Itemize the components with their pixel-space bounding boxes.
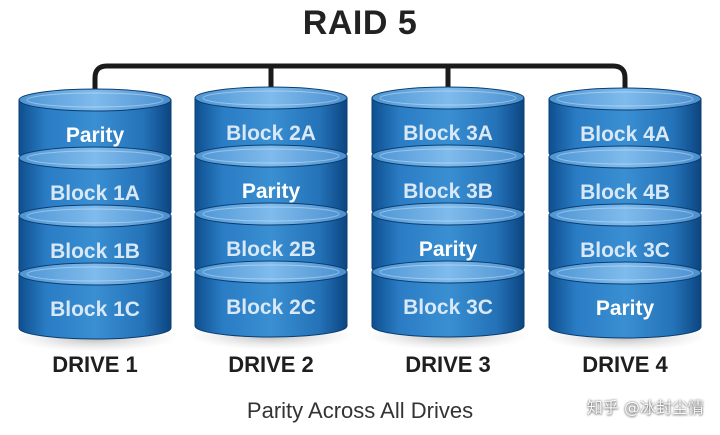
block-label: Block 2A <box>226 122 316 145</box>
block-label: Block 1C <box>50 298 140 321</box>
segment-body <box>371 271 525 338</box>
segment-cap-ring <box>556 265 694 281</box>
segment-cap <box>194 86 348 110</box>
diagram-caption: Parity Across All Drives <box>246 398 474 423</box>
watermark: 知乎 @冰封尘情 <box>586 398 704 417</box>
segment-cap <box>18 204 172 228</box>
segment-cap-ring <box>202 206 340 222</box>
drive-3-segment-4: Block 3C <box>371 260 525 338</box>
block-label: Block 3A <box>403 122 493 145</box>
segment-cap <box>371 144 525 168</box>
block-label: Block 3C <box>580 239 670 262</box>
segment-cap-ring <box>26 92 164 108</box>
segment-cap-ring <box>556 91 694 107</box>
block-label: Block 2B <box>226 238 316 261</box>
segment-cap <box>18 88 172 112</box>
block-label: Block 1A <box>50 182 140 205</box>
parity-label: Parity <box>419 238 478 261</box>
segment-cap <box>548 261 702 285</box>
segment-cap <box>194 144 348 168</box>
drive-label-4: DRIVE 4 <box>582 352 668 377</box>
parity-label: Parity <box>596 297 655 320</box>
segment-cap <box>194 202 348 226</box>
segment-cap <box>548 145 702 169</box>
segment-cap-ring <box>26 266 164 282</box>
drive-2-segment-4: Block 2C <box>194 260 348 338</box>
segment-cap <box>18 146 172 170</box>
segment-cap-ring <box>202 90 340 106</box>
segment-cap-ring <box>556 149 694 165</box>
segment-cap <box>548 87 702 111</box>
segment-cap-ring <box>379 206 517 222</box>
segment-cap <box>371 86 525 110</box>
drive-4-segment-3: Block 3C <box>548 203 702 281</box>
segment-cap <box>194 260 348 284</box>
segment-cap-ring <box>26 150 164 166</box>
diagram-title: RAID 5 <box>302 4 418 42</box>
connector-bus <box>92 63 628 106</box>
segment-body <box>548 272 702 339</box>
segment-cap-ring <box>556 207 694 223</box>
block-label: Block 4A <box>580 123 670 146</box>
segment-cap-ring <box>379 264 517 280</box>
segment-cap <box>371 202 525 226</box>
segment-cap <box>371 260 525 284</box>
drive-label-3: DRIVE 3 <box>405 352 491 377</box>
connector-lines <box>92 63 628 106</box>
segment-cap <box>548 203 702 227</box>
segment-body <box>18 273 172 340</box>
segment-cap <box>18 262 172 286</box>
parity-label: Parity <box>242 180 301 203</box>
block-label: Block 3B <box>403 180 493 203</box>
segment-body <box>194 271 348 338</box>
segment-cap-ring <box>26 208 164 224</box>
block-label: Block 4B <box>580 181 670 204</box>
drive-label-2: DRIVE 2 <box>228 352 314 377</box>
segment-cap-ring <box>202 148 340 164</box>
parity-label: Parity <box>66 124 125 147</box>
segment-cap-ring <box>379 148 517 164</box>
drive-4-segment-4: Parity <box>548 261 702 339</box>
drive-label-1: DRIVE 1 <box>52 352 138 377</box>
segment-cap-ring <box>202 264 340 280</box>
drive-4: Block 4A Block 4B Block 3C Parity <box>543 87 707 351</box>
segment-cap-ring <box>379 90 517 106</box>
block-label: Block 3C <box>403 296 493 319</box>
drive-1-segment-4: Block 1C <box>18 262 172 340</box>
block-label: Block 1B <box>50 240 140 263</box>
block-label: Block 2C <box>226 296 316 319</box>
